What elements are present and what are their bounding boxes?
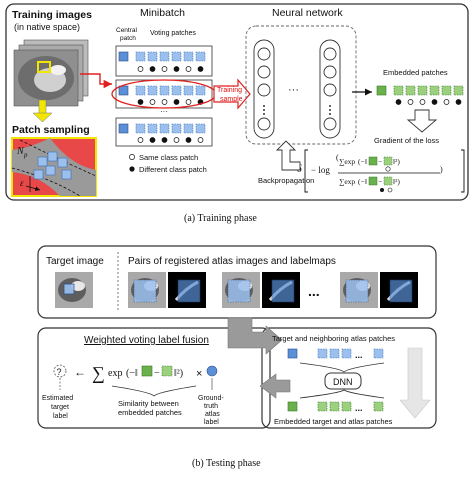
dnn-label: DNN — [333, 377, 353, 387]
caption-training: (a) Training phase — [184, 213, 257, 224]
svg-text:(−‖: (−‖ — [358, 157, 367, 166]
brace-bottom — [299, 389, 385, 399]
dnn-box — [324, 372, 362, 390]
backprop-label: Backpropagation — [258, 176, 314, 185]
legend-same-class: Same class patch — [139, 153, 198, 162]
gray-back-arrow — [259, 373, 291, 399]
pairs-ellipsis: ... — [308, 283, 320, 299]
svg-text:‖²): ‖²) — [393, 157, 400, 166]
svg-text:−: − — [154, 368, 160, 379]
svg-text:(: ( — [336, 153, 339, 162]
embedded-patches-label: Embedded patches — [383, 68, 448, 77]
patch-sampling-zoom — [11, 137, 97, 197]
light-down-arrow — [399, 347, 431, 419]
training-sample-arrow — [213, 78, 251, 110]
training-images-title: Training images — [12, 9, 92, 21]
wvlf-title: Weighted voting label fusion — [84, 335, 209, 346]
minibatch-stack: ··· — [111, 45, 217, 147]
svg-text:‖²): ‖²) — [393, 177, 400, 186]
central-patch-label-2: patch — [120, 35, 136, 42]
gt-label-2: truth — [204, 403, 218, 410]
sampling-region-highlight — [37, 61, 51, 73]
gray-flow-arrow — [227, 317, 283, 355]
caption-testing: (b) Testing phase — [192, 458, 261, 469]
training-images-subtitle: (in native space) — [14, 22, 80, 32]
unknown-label-qmark: ? — [57, 367, 62, 377]
svg-text:exp: exp — [108, 368, 122, 379]
minibatch-dots: ··· — [160, 107, 168, 116]
testing-phase-panel: Target image Pairs of registered atlas i… — [37, 245, 437, 429]
svg-text:∑exp: ∑exp — [339, 157, 355, 166]
central-patch-label-1: Central — [116, 27, 138, 34]
np-subscript: p — [23, 151, 28, 159]
atlas-pair-3 — [340, 272, 418, 308]
gt-label-4: label — [204, 419, 219, 426]
svg-text:∑exp: ∑exp — [339, 177, 355, 186]
embedded-patches-row — [376, 85, 464, 105]
yellow-down-arrow — [32, 99, 53, 123]
nn-dots: ··· — [288, 84, 299, 96]
backprop-arrow — [275, 140, 301, 171]
times-symbol: × — [196, 368, 202, 380]
legend-diff-icon — [129, 166, 135, 172]
gradient-label: Gradient of the loss — [374, 136, 439, 145]
legend-same-icon — [129, 154, 135, 160]
similarity-label-1: Similarity between — [118, 399, 179, 408]
similarity-label-2: embedded patches — [118, 408, 182, 417]
neighbor-ellipsis: ... — [355, 350, 363, 360]
to-minibatch-arrow — [80, 73, 112, 89]
training-image-stack — [13, 39, 89, 107]
atlas-pair-1 — [128, 272, 206, 308]
loss-formula: δ − log ( ∑exp (−‖ − ‖²) ∑exp (−‖ − ‖²) … — [297, 149, 465, 193]
wvlf-formula: ? ← ∑ exp (−‖ − ‖²) × — [53, 363, 218, 397]
neighbor-patches-row — [287, 348, 384, 359]
svg-text:): ) — [440, 165, 443, 174]
ground-truth-dot — [206, 365, 218, 377]
voting-patches-label: Voting patches — [150, 30, 196, 37]
embedded-target-atlas-row — [287, 401, 384, 412]
svg-text:‖²): ‖²) — [174, 368, 183, 379]
assign-arrow: ← — [74, 365, 86, 379]
svg-text:−: − — [378, 177, 382, 186]
neural-network — [245, 25, 357, 145]
neighbor-patches-label: Target and neighboring atlas patches — [272, 334, 395, 343]
epsilon-label: ε — [20, 178, 24, 188]
estimated-label-1: Estimated — [42, 395, 73, 402]
nn-title: Neural network — [272, 7, 343, 19]
training-sample-label-2: sample — [220, 96, 243, 103]
estimated-label-2: target — [51, 404, 69, 411]
gt-label-3: atlas — [205, 411, 220, 418]
target-image-thumb — [55, 272, 93, 308]
brace-top — [299, 362, 385, 373]
gradient-down-arrow — [406, 109, 438, 133]
svg-text:∑: ∑ — [92, 363, 105, 383]
svg-text:− log: − log — [311, 165, 330, 175]
training-phase-panel: Training images (in native space) Patch … — [5, 3, 469, 201]
atlas-pair-2 — [222, 272, 300, 308]
training-sample-label-1: Training — [217, 87, 242, 94]
patch-sampling-title: Patch sampling — [12, 124, 90, 136]
embedded-target-atlas-label: Embedded target and atlas patches — [274, 417, 393, 426]
legend-diff-class: Different class patch — [139, 165, 207, 174]
target-image-title: Target image — [46, 256, 104, 267]
svg-text:−: − — [378, 157, 382, 166]
estimated-label-3: label — [53, 413, 68, 420]
svg-text:(−‖: (−‖ — [358, 177, 367, 186]
gt-label-1: Ground- — [198, 395, 224, 402]
minibatch-title: Minibatch — [140, 7, 185, 19]
pairs-title: Pairs of registered atlas images and lab… — [128, 256, 336, 267]
embedded-ellipsis: ... — [355, 403, 363, 413]
svg-text:(−‖: (−‖ — [126, 368, 138, 379]
np-label: N — [16, 146, 25, 157]
